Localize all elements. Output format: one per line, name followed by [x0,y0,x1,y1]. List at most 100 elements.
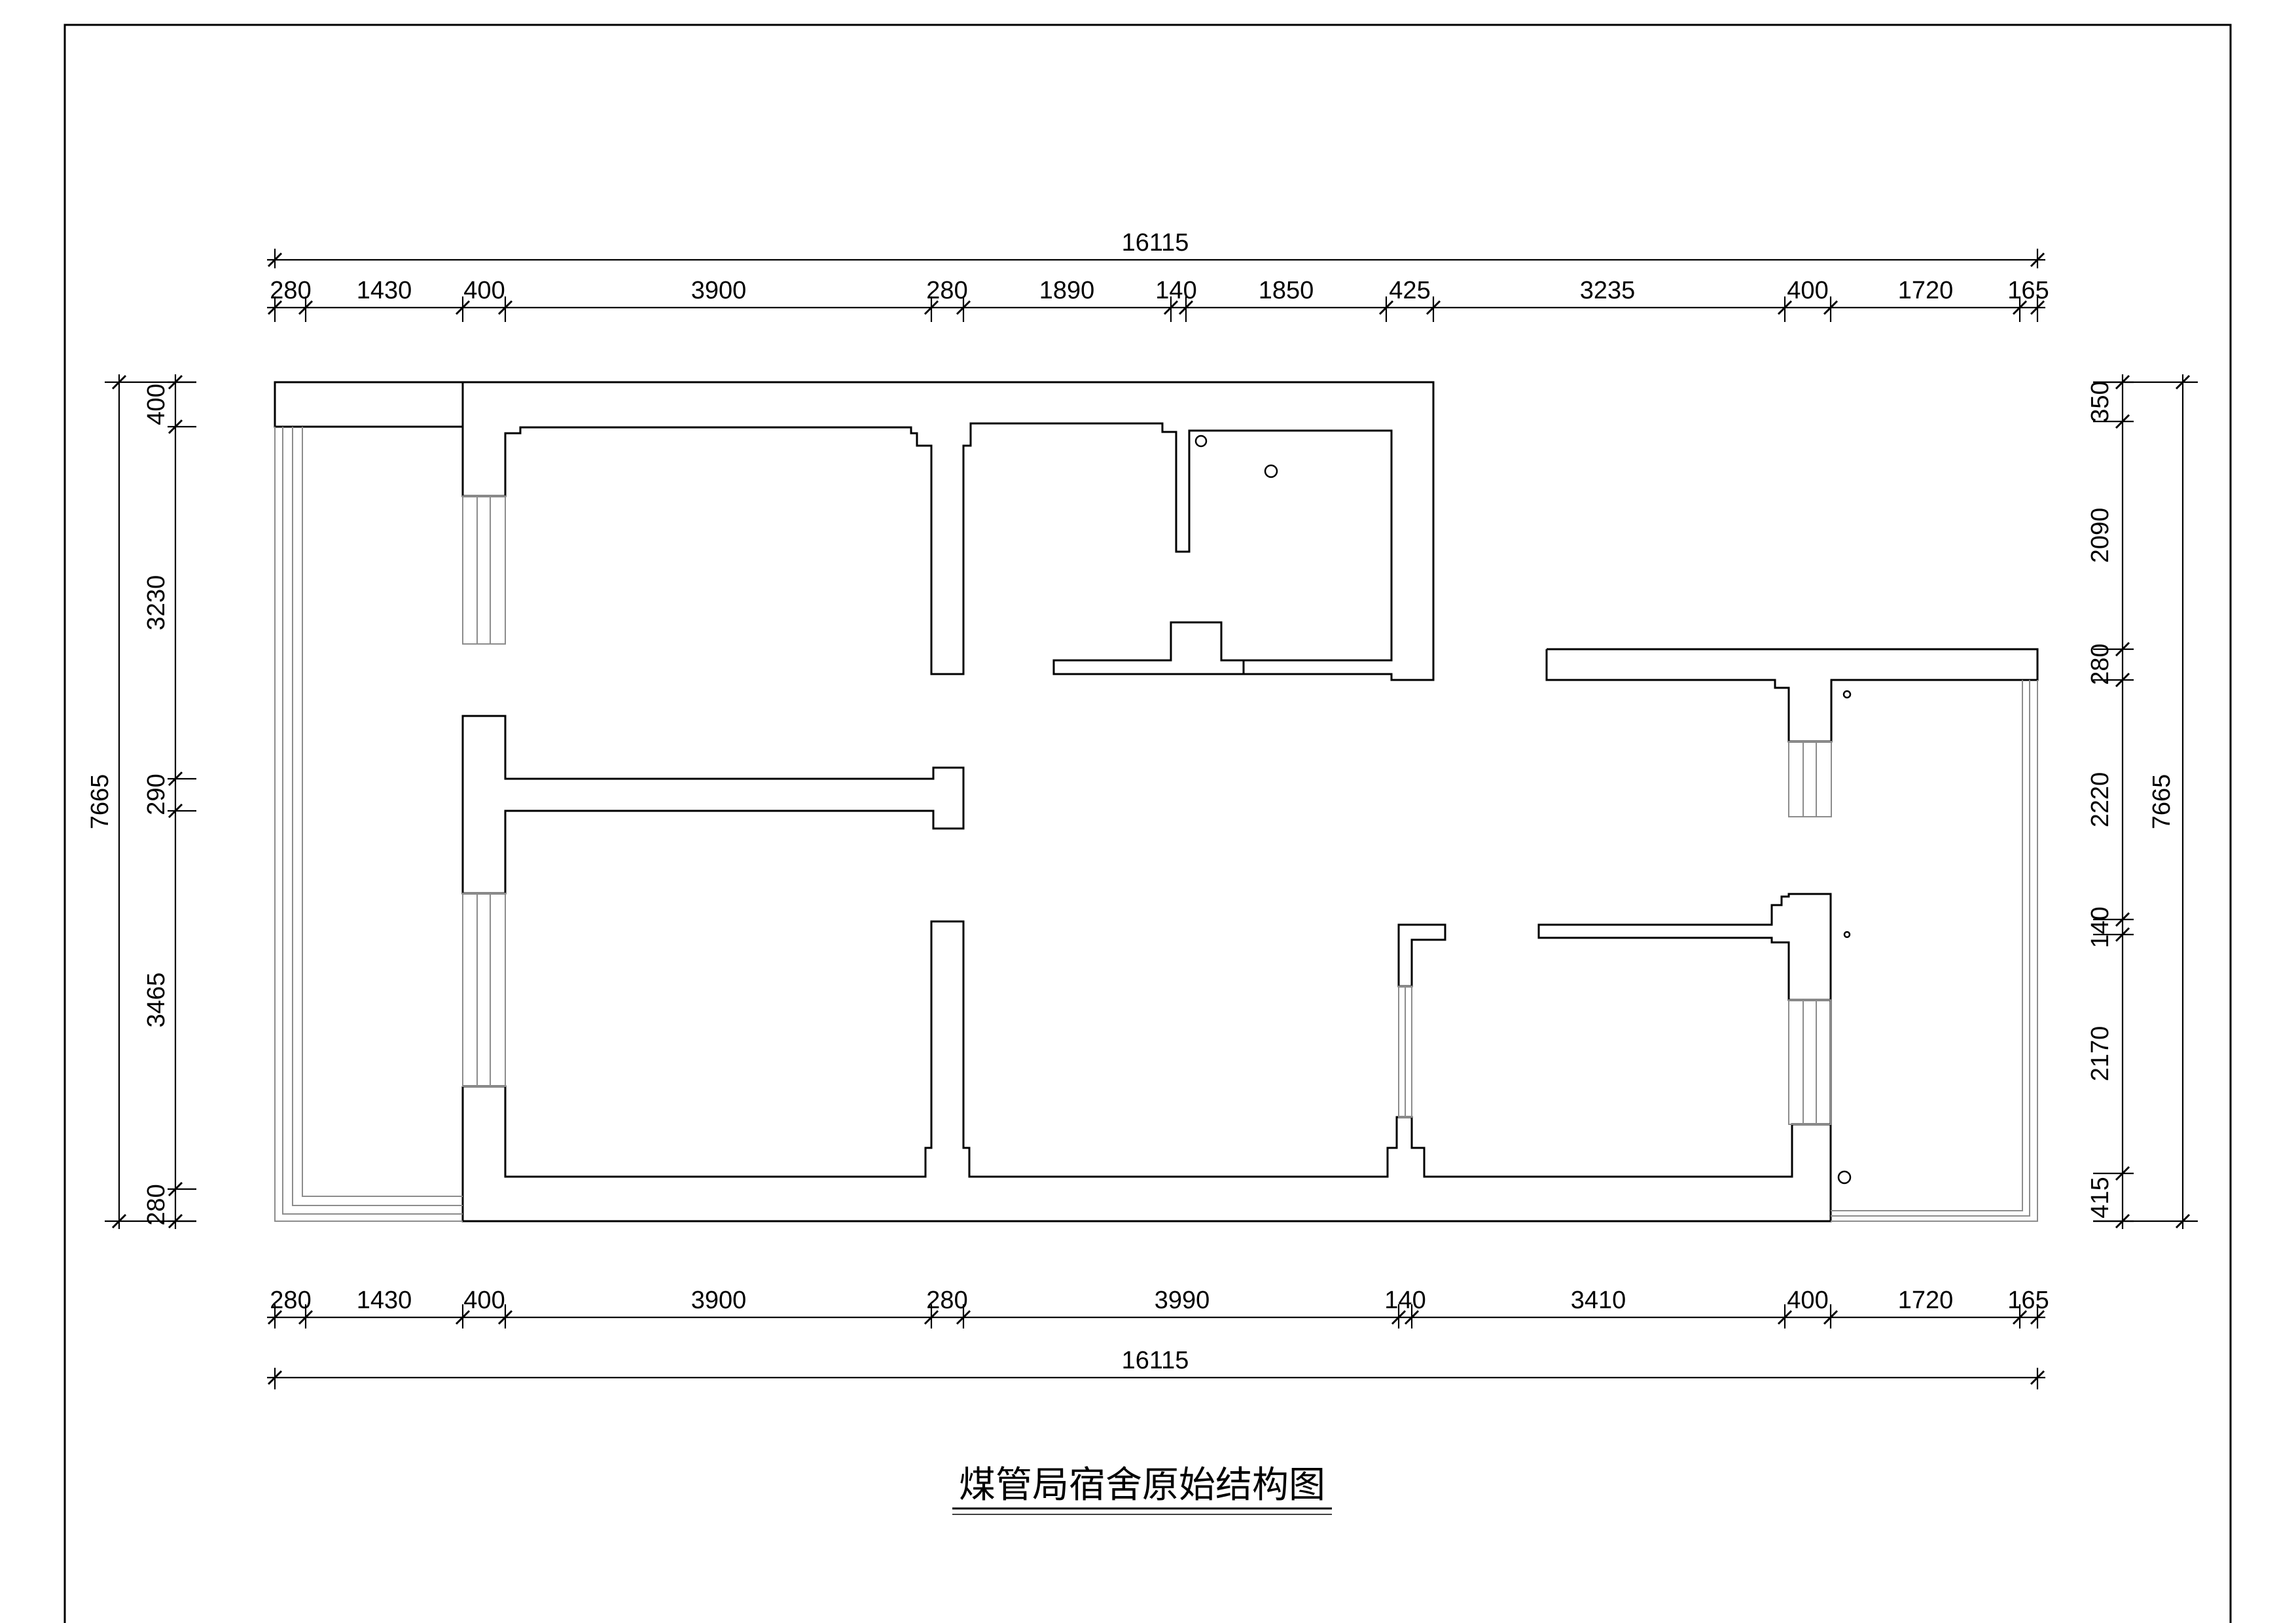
dimension-tick [2030,1370,2045,1385]
east-balcony-rail [1831,680,2038,1222]
dimension-tick [1426,300,1441,315]
bottom-segment-label: 280 [926,1287,967,1314]
east-balcony-rail [1831,680,2023,1211]
left-segment-label: 280 [143,1184,170,1225]
dimension-tick [2175,1213,2191,1229]
window [462,495,506,645]
top-segment-label: 3900 [691,277,747,304]
dimension-tick [2115,641,2130,657]
dimension-tick [1777,300,1793,315]
dimension-tick [1823,1310,1839,1325]
west-balcony-top-wall [274,381,464,428]
west-balcony-rail [282,427,463,1215]
top-segment-label: 425 [1389,277,1430,304]
dimension-tick [1378,300,1394,315]
dimension-tick [267,1370,283,1385]
top-segment-label: 165 [2007,277,2049,304]
dimension-tick [2012,300,2028,315]
dimension-tick [2030,300,2045,315]
floor-plan-walls [274,381,2039,1222]
right-segment-label: 2090 [2087,508,2114,563]
west-balcony-rail [292,427,463,1206]
dimension-tick [1404,1310,1420,1325]
top-overall-label: 16115 [1122,229,1189,257]
dimension-tick [1391,1310,1407,1325]
bottom-segment-label: 400 [1787,1287,1828,1314]
drawing-title: 煤管局宿舍原始结构图 [959,1464,1325,1507]
left-segment-label: 3230 [143,575,170,631]
bottom-segment-label: 3990 [1155,1287,1210,1314]
window [462,893,506,1087]
right-segment-label: 280 [2087,643,2114,685]
top-segment-label: 400 [463,277,505,304]
south-mid-wall [1397,923,1446,988]
top-segment-label: 1890 [1039,277,1095,304]
left-segment-label: 290 [143,774,170,815]
floor-drain [1264,464,1278,478]
dimension-tick [1163,300,1179,315]
right-segment-label: 415 [2087,1177,2114,1218]
bottom-segment-label: 1430 [357,1287,412,1314]
left-segment-label: 3465 [143,972,170,1028]
bottom-segment-label: 140 [1384,1287,1426,1314]
dimension-tick [2115,912,2130,927]
east-inner-partition [1537,893,1832,1001]
right-segment-label: 350 [2087,381,2114,422]
dimension-tick [1823,300,1839,315]
top-segment-label: 1850 [1259,277,1314,304]
dimension-tick [298,300,314,315]
dimension-tick [111,374,127,390]
top-segment-label: 1720 [1898,277,1954,304]
dimension-tick [168,803,183,819]
dimension-tick [168,771,183,787]
dimension-tick [2030,252,2045,268]
drain-fixture [1194,435,1208,448]
dimension-tick [924,300,939,315]
east-wing-top-wall [1545,648,2039,743]
west-balcony-rail [302,427,463,1197]
dimension-tick [2115,672,2130,688]
dimension-tick [168,419,183,435]
window [1788,999,1831,1125]
dimension-tick [2030,1310,2045,1325]
bottom-overall-label: 16115 [1122,1347,1189,1374]
right-segment-label: 2170 [2087,1026,2114,1082]
left-overall-label: 7665 [86,774,114,830]
top-segment-label: 400 [1787,277,1828,304]
southwest-wall [461,920,1832,1222]
right-segment-label: 2220 [2087,772,2114,828]
drawing-border [63,24,2232,1623]
dimension-tick [497,300,513,315]
bottom-segment-label: 165 [2007,1287,2049,1314]
dimension-tick [455,1310,471,1325]
dimension-tick [956,1310,971,1325]
dimension-tick [298,1310,314,1325]
window [1788,741,1832,817]
dimension-tick [168,1181,183,1197]
dimension-tick [267,300,283,315]
bottom-segment-label: 3900 [691,1287,747,1314]
bottom-segment-label: 3410 [1571,1287,1626,1314]
closet-divider-wall [1052,622,1244,675]
dimension-tick [1178,300,1194,315]
bottom-segment-label: 280 [270,1287,311,1314]
dimension-tick [924,1310,939,1325]
dimension-tick [111,1213,127,1229]
windows-balconies [274,427,2038,1222]
bottom-segment-label: 400 [463,1287,505,1314]
right-segment-label: 140 [2087,906,2114,948]
pipe-fixture [1837,1170,1852,1185]
dimension-tick [267,252,283,268]
top-segment-label: 140 [1155,277,1196,304]
top-segment-label: 280 [270,277,311,304]
top-segment-label: 1430 [357,277,412,304]
dimension-tick [2012,1310,2028,1325]
dimension-tick [2175,374,2191,390]
top-segment-label: 280 [926,277,967,304]
dimension-tick [956,300,971,315]
dimension-tick [2115,414,2130,429]
right-overall-label: 7665 [2148,774,2176,830]
west-bedroom-wall [461,382,1393,675]
